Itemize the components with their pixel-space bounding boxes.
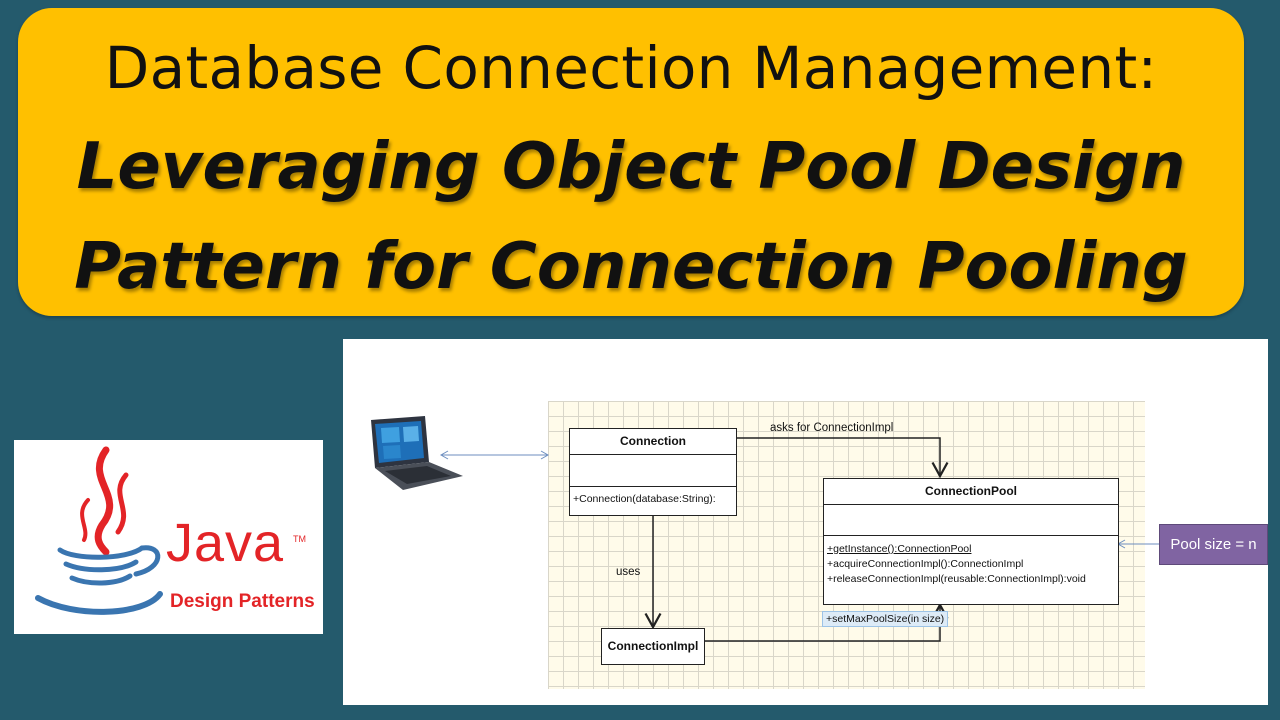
title-banner: Database Connection Management: Leveragi… <box>18 8 1244 316</box>
java-cup-icon <box>35 446 163 615</box>
trademark-mark: TM <box>293 534 306 544</box>
op-acquire-connection: +acquireConnectionImpl():ConnectionImpl <box>827 558 1024 570</box>
uml-diagram-panel: Connection +Connection(database:String):… <box>343 339 1268 705</box>
connection-class: Connection +Connection(database:String): <box>569 428 737 516</box>
diagram-connectors <box>439 437 1159 642</box>
connection-operation: +Connection(database:String): <box>573 493 716 505</box>
connection-class-name: Connection <box>570 429 736 455</box>
pool-size-note: Pool size = n <box>1159 524 1268 565</box>
title-line-3: Pattern for Connection Pooling <box>74 230 1188 304</box>
connection-pool-class: ConnectionPool +getInstance():Connection… <box>823 478 1119 605</box>
connection-pool-operations: +getInstance():ConnectionPool +acquireCo… <box>824 536 1118 587</box>
title-line-2: Leveraging Object Pool Design <box>76 130 1186 204</box>
connection-pool-attributes <box>824 505 1118 536</box>
connection-attributes <box>570 455 736 487</box>
java-logo-panel: Java TM Design Patterns <box>14 440 323 634</box>
connection-impl-class-name: ConnectionImpl <box>607 639 699 653</box>
op-set-max-pool-size: +setMaxPoolSize(in size) <box>822 611 949 627</box>
connection-pool-class-name: ConnectionPool <box>824 479 1118 505</box>
connection-impl-class: ConnectionImpl <box>601 628 705 665</box>
title-line-1: Database Connection Management: <box>104 34 1158 102</box>
asks-for-label: asks for ConnectionImpl <box>770 422 894 434</box>
java-subtitle: Design Patterns <box>170 591 315 612</box>
uses-label: uses <box>616 566 641 578</box>
op-get-instance: +getInstance():ConnectionPool <box>827 543 972 555</box>
laptop-icon <box>371 416 463 490</box>
java-wordmark: Java <box>166 513 285 573</box>
op-release-connection: +releaseConnectionImpl(reusable:Connecti… <box>827 573 1086 585</box>
